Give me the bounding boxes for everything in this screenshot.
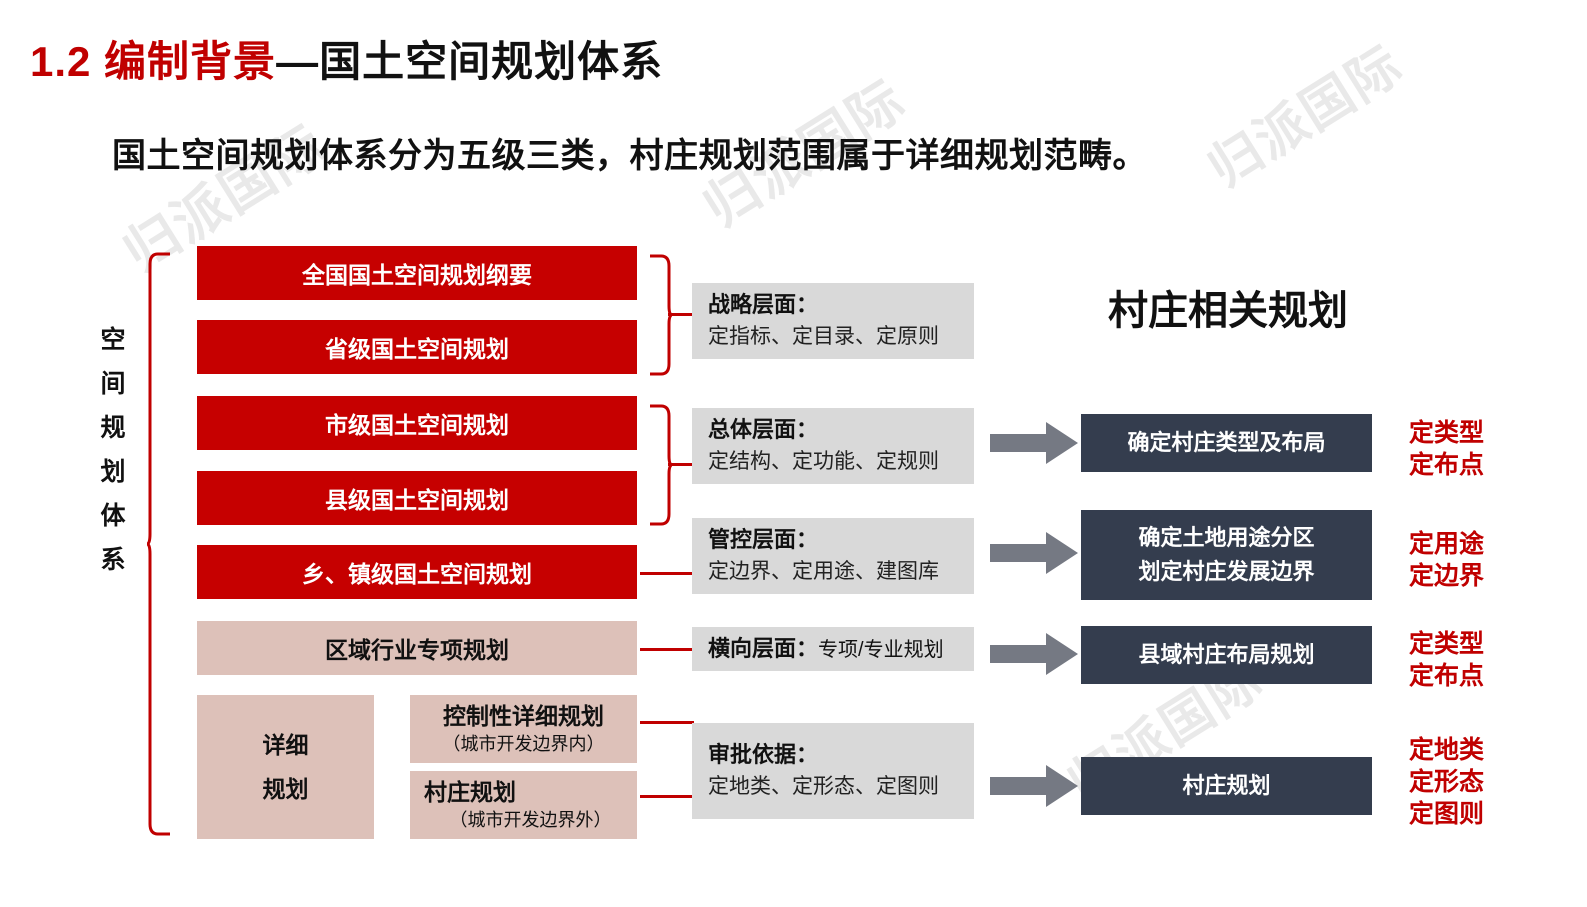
detail-item-title: 村庄规划 — [424, 779, 516, 805]
output-note-land-use: 定用途 定边界 — [1409, 528, 1484, 592]
vertical-axis-char: 间 — [100, 370, 126, 398]
output-note-village-plan: 定地类 定形态 定图则 — [1409, 734, 1484, 830]
level-box-label: 区域行业专项规划 — [325, 637, 509, 663]
connector-line — [640, 721, 694, 724]
left-system-brace-icon — [146, 252, 170, 836]
level-box-county[interactable]: 县级国土空间规划 — [197, 471, 637, 525]
page-title-red: 1.2 编制背景 — [30, 38, 277, 85]
level-box-sector-special[interactable]: 区域行业专项规划 — [197, 621, 637, 675]
vertical-axis-char: 系 — [100, 546, 126, 574]
tier-sub: 定地类、定形态、定图则 — [708, 775, 939, 798]
output-box-county-layout[interactable]: 县域村庄布局规划 — [1081, 626, 1372, 684]
connector-line — [668, 313, 692, 316]
output-note-village-type: 定类型 定布点 — [1409, 417, 1484, 481]
output-box-line: 划定村庄发展边界 — [1138, 559, 1315, 584]
detail-group-label: 详细 规划 — [263, 723, 309, 811]
tier-head: 审批依据： — [708, 742, 819, 767]
tier-sub: 定指标、定目录、定原则 — [708, 325, 939, 348]
output-box-village-type[interactable]: 确定村庄类型及布局 — [1081, 414, 1372, 472]
tier-sub: 定结构、定功能、定规则 — [708, 450, 939, 473]
output-note-line: 定图则 — [1409, 800, 1485, 828]
vertical-axis-char: 空 — [100, 326, 126, 354]
output-box-line: 县域村庄布局规划 — [1138, 642, 1315, 667]
output-note-line: 定用途 — [1409, 530, 1485, 558]
vertical-axis-char: 规 — [100, 414, 126, 442]
detail-item-title: 控制性详细规划 — [443, 703, 604, 729]
tier-head: 横向层面： — [708, 635, 819, 661]
output-box-line: 确定土地用途分区 — [1138, 525, 1315, 550]
output-note-line: 定地类 — [1409, 736, 1485, 764]
vertical-axis-char: 划 — [100, 458, 126, 486]
right-arrow-icon — [990, 765, 1078, 807]
output-box-land-use[interactable]: 确定土地用途分区 划定村庄发展边界 — [1081, 510, 1372, 600]
connector-line — [640, 795, 694, 798]
level-box-label: 省级国土空间规划 — [325, 336, 509, 362]
connector-line — [668, 463, 692, 466]
tier-head: 管控层面： — [708, 527, 819, 552]
right-arrow-icon — [990, 422, 1078, 464]
tier-box-overall[interactable]: 总体层面： 定结构、定功能、定规则 — [692, 408, 974, 484]
tier-sub: 定边界、定用途、建图库 — [708, 560, 939, 583]
level-box-city[interactable]: 市级国土空间规划 — [197, 396, 637, 450]
output-note-line: 定布点 — [1409, 662, 1485, 690]
strategic-group-brace-icon — [650, 254, 673, 376]
output-note-line: 定类型 — [1409, 630, 1485, 658]
watermark: 归派国际 — [1198, 35, 1413, 199]
output-note-line: 定边界 — [1409, 562, 1485, 590]
level-box-township[interactable]: 乡、镇级国土空间规划 — [197, 545, 637, 599]
detail-item-village[interactable]: 村庄规划 （城市开发边界外） — [410, 771, 637, 839]
detail-group-label-line1: 详细 — [262, 732, 309, 758]
page-subtitle: 国土空间规划体系分为五级三类，村庄规划范围属于详细规划范畴。 — [112, 137, 1147, 175]
right-arrow-icon — [990, 633, 1078, 675]
connector-line — [640, 648, 694, 651]
detail-item-subtitle: （城市开发边界内） — [442, 734, 605, 754]
tier-box-control[interactable]: 管控层面： 定边界、定用途、建图库 — [692, 518, 974, 594]
level-box-label: 县级国土空间规划 — [325, 487, 509, 513]
tier-head: 战略层面： — [708, 292, 819, 317]
level-box-national[interactable]: 全国国土空间规划纲要 — [197, 246, 637, 300]
output-note-line: 定布点 — [1409, 451, 1485, 479]
output-box-line: 村庄规划 — [1182, 773, 1271, 798]
output-box-line: 确定村庄类型及布局 — [1127, 430, 1326, 455]
page-title-black: —国土空间规划体系 — [276, 38, 664, 85]
output-box-village-plan[interactable]: 村庄规划 — [1081, 757, 1372, 815]
detail-group-label-box[interactable]: 详细 规划 — [197, 695, 374, 839]
level-box-label: 乡、镇级国土空间规划 — [302, 561, 532, 587]
output-note-line: 定类型 — [1409, 419, 1485, 447]
level-box-provincial[interactable]: 省级国土空间规划 — [197, 320, 637, 374]
vertical-axis-char: 体 — [100, 502, 126, 530]
detail-item-regulatory[interactable]: 控制性详细规划 （城市开发边界内） — [410, 695, 637, 763]
tier-box-strategic[interactable]: 战略层面： 定指标、定目录、定原则 — [692, 283, 974, 359]
detail-item-subtitle: （城市开发边界外） — [449, 810, 612, 830]
right-arrow-icon — [990, 532, 1078, 574]
right-section-title: 村庄相关规划 — [1108, 289, 1348, 333]
overall-group-brace-icon — [650, 404, 673, 526]
connector-line — [640, 572, 694, 575]
output-note-line: 定形态 — [1409, 768, 1485, 796]
detail-group-label-line2: 规划 — [262, 776, 309, 802]
page-title: 1.2 编制背景—国土空间规划体系 — [30, 28, 663, 89]
tier-head: 总体层面： — [708, 417, 819, 442]
level-box-label: 市级国土空间规划 — [325, 412, 509, 438]
vertical-axis-label: 空 间 规 划 体 系 — [96, 318, 130, 582]
tier-box-horizontal[interactable]: 横向层面：专项/专业规划 — [692, 627, 974, 671]
output-note-county-layout: 定类型 定布点 — [1409, 628, 1484, 692]
tier-box-approval[interactable]: 审批依据： 定地类、定形态、定图则 — [692, 723, 974, 819]
level-box-label: 全国国土空间规划纲要 — [302, 262, 532, 288]
tier-sub: 专项/专业规划 — [818, 638, 944, 661]
